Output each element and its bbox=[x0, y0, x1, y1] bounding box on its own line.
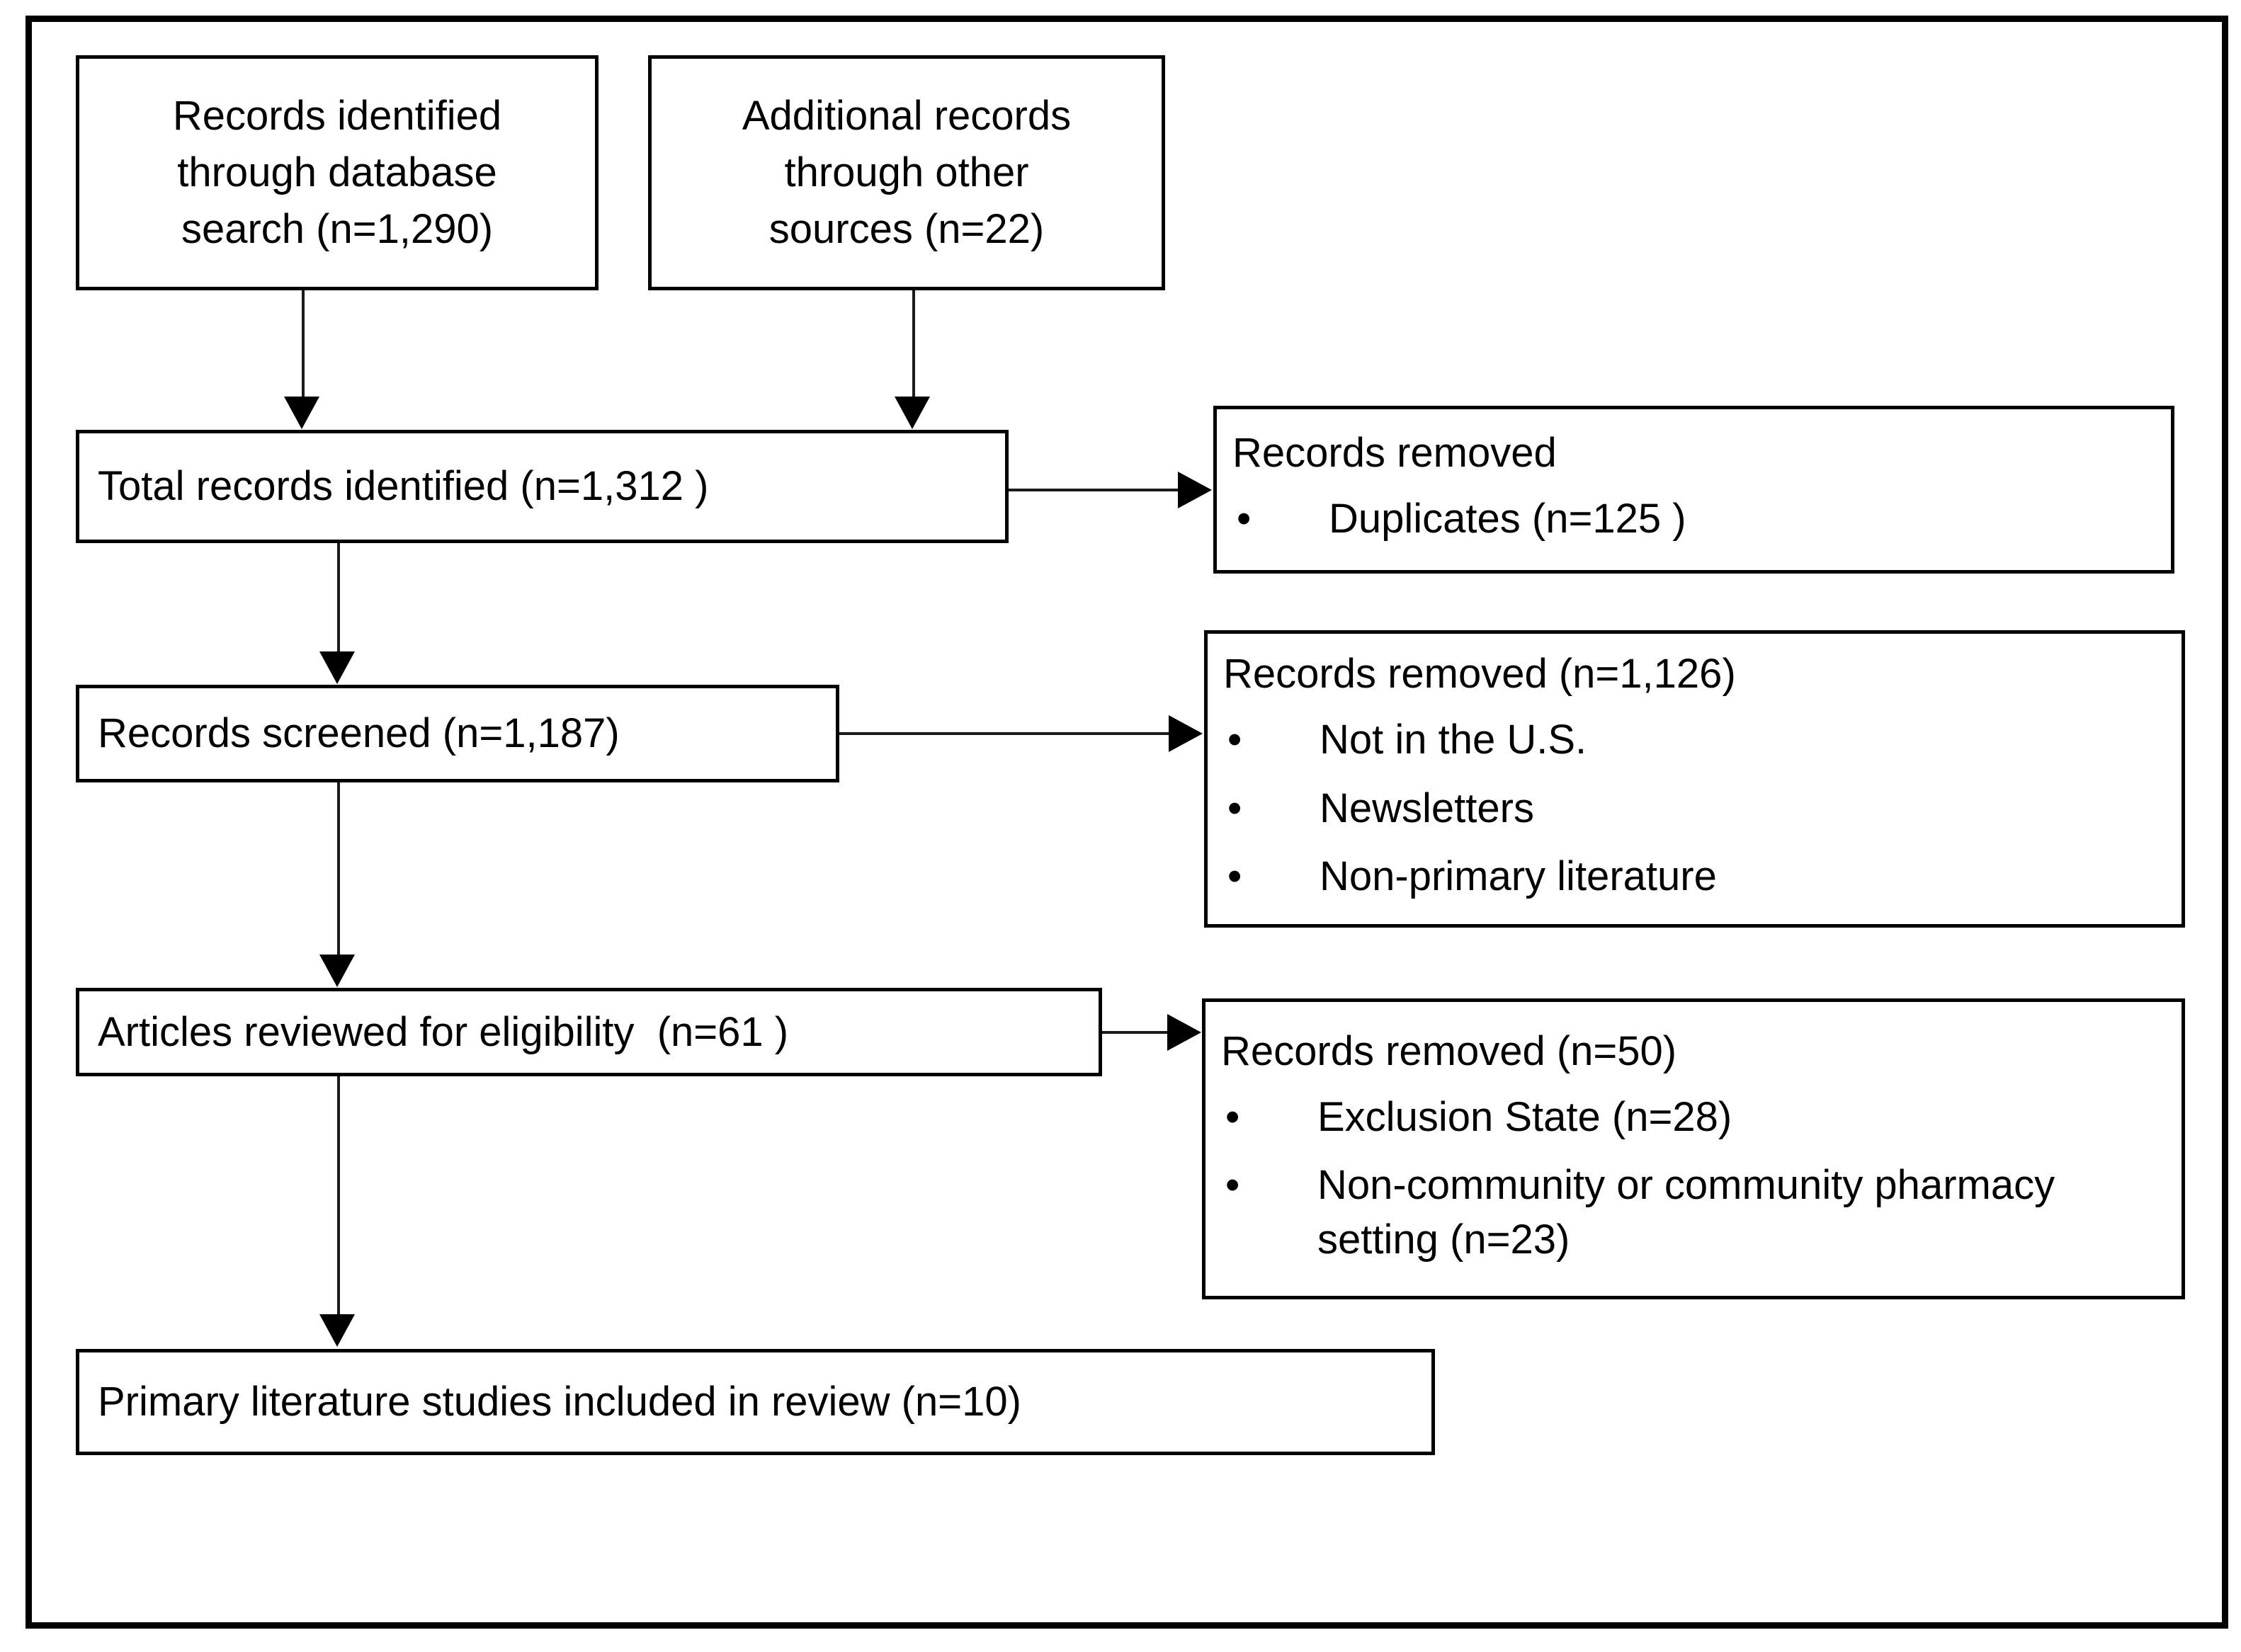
box-additional-records-other-sources: Additional records through other sources… bbox=[648, 55, 1165, 290]
box-records-removed-screening: Records removed (n=1,126) Not in the U.S… bbox=[1204, 630, 2185, 928]
box-records-removed-duplicates: Records removed Duplicates (n=125 ) bbox=[1213, 406, 2174, 574]
eligibility-removed-heading: Records removed (n=50) bbox=[1221, 1027, 1677, 1074]
arrowhead-eligibility-to-included-icon bbox=[319, 1314, 355, 1347]
box-records-identified-database: Records identified through database sear… bbox=[76, 55, 598, 290]
other-sources-box-line-1: Additional records bbox=[742, 92, 1072, 139]
connector-screened-to-removed bbox=[839, 732, 1170, 735]
total-records-label: Total records identified (n=1,312 ) bbox=[98, 463, 709, 510]
eligibility-removed-list: Exclusion State (n=28) Non-community or … bbox=[1221, 1076, 2169, 1268]
box-records-removed-eligibility: Records removed (n=50) Exclusion State (… bbox=[1202, 998, 2185, 1299]
arrowhead-total-to-duplicates-icon bbox=[1178, 472, 1212, 508]
screening-removed-heading: Records removed (n=1,126) bbox=[1223, 651, 1736, 697]
other-sources-box-line-2: through other bbox=[784, 149, 1029, 195]
connector-database-to-total bbox=[302, 290, 305, 398]
arrowhead-total-to-screened-icon bbox=[319, 651, 355, 684]
connector-eligibility-to-included bbox=[337, 1076, 340, 1316]
included-label: Primary literature studies included in r… bbox=[98, 1379, 1021, 1425]
list-item: Not in the U.S. bbox=[1223, 713, 2169, 768]
database-box-line-2: through database bbox=[177, 149, 497, 195]
connector-total-to-screened bbox=[337, 543, 340, 653]
list-item: Exclusion State (n=28) bbox=[1221, 1090, 2169, 1145]
connector-eligibility-to-removed bbox=[1102, 1031, 1169, 1034]
database-box-line-1: Records identified bbox=[172, 92, 502, 139]
duplicates-removed-list: Duplicates (n=125 ) bbox=[1232, 478, 2158, 547]
box-records-screened: Records screened (n=1,187) bbox=[76, 685, 839, 782]
arrowhead-other-sources-to-total-icon bbox=[895, 397, 930, 429]
eligibility-label: Articles reviewed for eligibility (n=61 … bbox=[98, 1008, 789, 1055]
arrowhead-screened-to-removed-icon bbox=[1169, 715, 1203, 752]
database-box-line-3: search (n=1,290) bbox=[181, 206, 494, 253]
box-articles-reviewed-eligibility: Articles reviewed for eligibility (n=61 … bbox=[76, 988, 1102, 1076]
box-total-records-identified: Total records identified (n=1,312 ) bbox=[76, 430, 1009, 543]
list-item: Non-primary literature bbox=[1223, 850, 2169, 904]
duplicates-removed-heading: Records removed bbox=[1232, 430, 1557, 477]
list-item: Duplicates (n=125 ) bbox=[1232, 492, 2158, 547]
arrowhead-eligibility-to-removed-icon bbox=[1167, 1014, 1201, 1051]
connector-total-to-duplicates bbox=[1009, 489, 1179, 491]
outer-frame-border bbox=[25, 16, 2228, 1629]
screening-removed-list: Not in the U.S. Newsletters Non-primary … bbox=[1223, 699, 2169, 904]
arrowhead-database-to-total-icon bbox=[284, 397, 319, 429]
records-screened-label: Records screened (n=1,187) bbox=[98, 710, 620, 757]
other-sources-box-line-3: sources (n=22) bbox=[768, 206, 1045, 253]
connector-other-sources-to-total bbox=[912, 290, 915, 398]
list-item: Non-community or community pharmacy sett… bbox=[1221, 1158, 2169, 1267]
arrowhead-screened-to-eligibility-icon bbox=[319, 955, 355, 987]
list-item: Newsletters bbox=[1223, 782, 2169, 836]
box-primary-literature-included: Primary literature studies included in r… bbox=[76, 1349, 1435, 1455]
connector-screened-to-eligibility bbox=[337, 782, 340, 956]
